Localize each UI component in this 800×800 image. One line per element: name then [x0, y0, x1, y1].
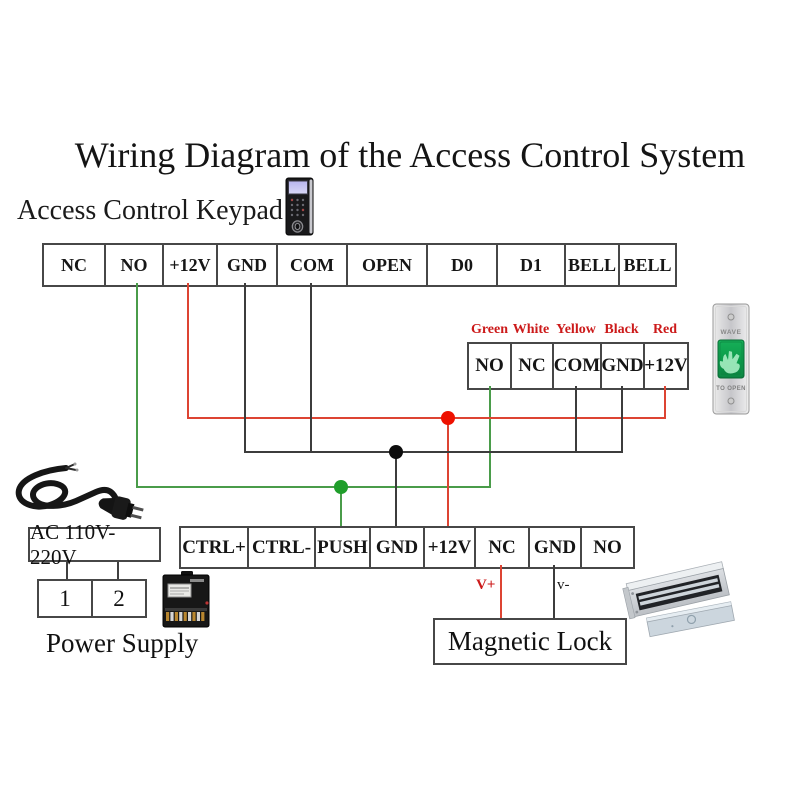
wire-green-push-branch: [340, 487, 342, 527]
terminal-psu-gnd2: GND: [528, 528, 580, 567]
v-plus-label: V+: [476, 577, 496, 593]
wire-color-white: White: [512, 322, 550, 337]
terminal-exit-com: COM: [552, 344, 600, 388]
wire-red-horizontal: [187, 417, 666, 419]
wire-red-psu-12v-branch: [447, 418, 449, 527]
magnetic-lock-box: Magnetic Lock: [433, 618, 627, 665]
wire-black-exit-gnd-drop: [621, 386, 623, 453]
ac-ports-box: 1 2: [37, 579, 147, 618]
ac-port2-stub: [117, 562, 119, 579]
wire-green-horizontal: [136, 486, 491, 488]
terminal-psu-no: NO: [580, 528, 633, 567]
wave-to-open-exit-button-icon: WAVE TO OPEN: [712, 303, 750, 415]
exit-button-to-open-text: TO OPEN: [716, 386, 746, 392]
magnetic-lock-label: Magnetic Lock: [447, 626, 613, 656]
v-minus-label: v-: [557, 577, 570, 593]
power-supply-terminal-strip: CTRL+ CTRL- PUSH GND +12V NC GND NO: [179, 526, 635, 569]
terminal-psu-12v: +12V: [423, 528, 474, 567]
terminal-psu-nc: NC: [474, 528, 528, 567]
terminal-keypad-d0: D0: [426, 245, 496, 285]
terminal-keypad-com: COM: [276, 245, 346, 285]
exit-button-wave-text: WAVE: [720, 329, 741, 336]
wire-black-lock-v-minus: [553, 565, 555, 619]
terminal-keypad-gnd: GND: [216, 245, 276, 285]
wire-red-exit-12v-drop: [664, 386, 666, 419]
terminal-exit-no: NO: [475, 355, 504, 376]
terminal-psu-ctrl-plus: CTRL+: [182, 536, 246, 558]
wire-green-exit-no-drop: [489, 386, 491, 487]
keypad-terminal-strip: NC NO +12V GND COM OPEN D0 D1 BELL BELL: [42, 243, 677, 287]
junction-dot-green: [334, 480, 348, 494]
wire-color-black: Black: [604, 322, 639, 337]
magnetic-lock-icon: [622, 561, 735, 638]
ac-input-box: AC 110V-220V: [28, 520, 161, 569]
junction-dot-black: [389, 445, 403, 459]
terminal-exit-12v: +12V: [643, 344, 687, 388]
terminal-keypad-d1: D1: [496, 245, 564, 285]
terminal-psu-push: PUSH: [314, 528, 369, 567]
terminal-keypad-12v: +12V: [162, 245, 216, 285]
terminal-exit-gnd: GND: [600, 344, 643, 388]
terminal-keypad-bell1: BELL: [564, 245, 618, 285]
wire-color-red: Red: [652, 322, 678, 337]
wire-red-lock-v-plus: [500, 565, 502, 619]
power-supply-label: Power Supply: [46, 628, 199, 658]
diagram-title: Wiring Diagram of the Access Control Sys…: [74, 135, 746, 175]
terminal-keypad-no: NO: [104, 245, 162, 285]
wire-black-exit-com-drop: [575, 386, 577, 453]
terminal-psu-gnd1: GND: [369, 528, 423, 567]
terminal-keypad-bell2: BELL: [618, 245, 675, 285]
terminal-exit-nc: NC: [510, 344, 552, 388]
power-supply-unit-icon: [162, 571, 210, 628]
ac-port1-stub: [66, 562, 68, 579]
exit-button-wire-color-labels: Green White Yellow Black Red: [469, 322, 687, 338]
wire-black-keypad-gnd-drop: [244, 283, 246, 453]
ac-port-2: 2: [91, 581, 145, 616]
ac-input-label: AC 110V-220V: [30, 519, 116, 569]
wire-color-green: Green: [470, 322, 509, 337]
exit-button-terminal-strip: NO NC COM GND +12V: [467, 342, 689, 390]
terminal-psu-ctrl-minus: CTRL-: [247, 528, 314, 567]
wire-black-horizontal: [244, 451, 623, 453]
fingerprint-keypad-icon: [285, 177, 314, 236]
terminal-keypad-nc: NC: [61, 254, 87, 275]
wire-color-yellow: Yellow: [556, 322, 596, 337]
wire-red-keypad-12v-drop: [187, 283, 189, 419]
junction-dot-red: [441, 411, 455, 425]
ac-power-plug-icon: [15, 462, 144, 520]
ac-port-1: 1: [59, 585, 71, 611]
wire-green-keypad-no-drop: [136, 283, 138, 487]
wire-black-keypad-com-drop: [310, 283, 312, 453]
terminal-keypad-open: OPEN: [346, 245, 426, 285]
wire-black-psu-gnd-branch: [395, 452, 397, 527]
keypad-label: Access Control Keypad: [17, 195, 283, 226]
